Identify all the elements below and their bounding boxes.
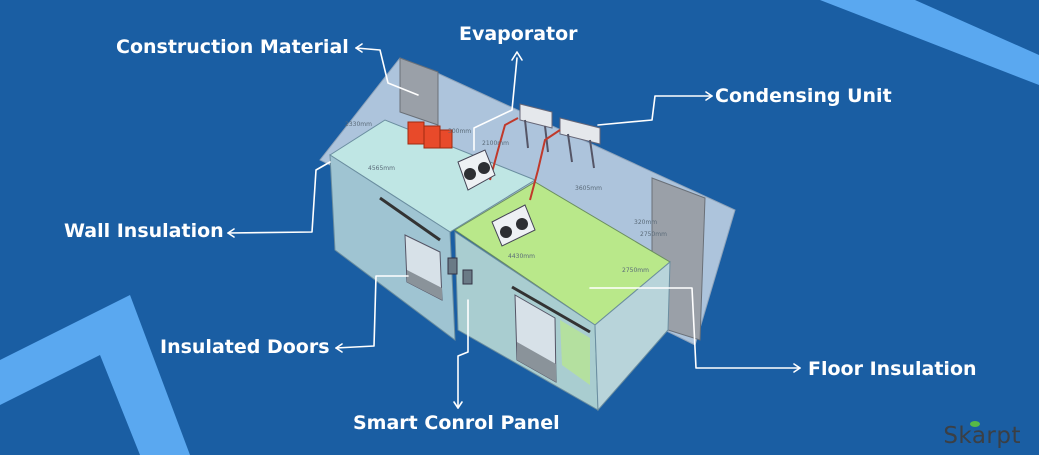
control-panel <box>462 269 473 285</box>
floor-insulation-leader <box>589 287 801 369</box>
evaporator-leader <box>473 57 518 151</box>
compressor-tank <box>439 129 453 149</box>
evaporator-label: Evaporator <box>459 23 578 45</box>
refrigerant-pipe <box>529 129 561 201</box>
condensing-unit-box <box>519 103 553 129</box>
dimension-label: 3605mm <box>575 185 602 192</box>
condensing-unit-label: Condensing Unit <box>715 85 892 107</box>
dimension-label: 2750mm <box>640 231 667 238</box>
wall-insulation-label: Wall Insulation <box>64 220 224 242</box>
brand-logo: Skarpt <box>943 423 1021 449</box>
compressor-tank <box>423 125 441 149</box>
wall-insulation-leader <box>227 161 331 234</box>
left-room-front <box>329 154 456 342</box>
floor-insulation-label: Floor Insulation <box>808 358 977 380</box>
refrigerant-pipe <box>489 117 519 181</box>
insulated-doors-label: Insulated Doors <box>160 336 330 358</box>
accent-stripe-top-right <box>820 0 1039 85</box>
dimension-label: 4565mm <box>368 165 395 172</box>
dimension-label: 2750mm <box>622 267 649 274</box>
logo-leaf-icon <box>970 421 980 427</box>
compressor-tank <box>407 121 425 145</box>
evaporator-unit <box>457 149 496 191</box>
dimension-label: 320mm <box>634 219 657 226</box>
evaporator-unit <box>491 204 536 247</box>
dimension-label: 300mm <box>448 128 471 135</box>
smart-control-panel-label: Smart Conrol Panel <box>353 412 560 434</box>
control-panel <box>447 257 458 275</box>
dimension-label: 2330mm <box>345 121 372 128</box>
accent-stripe-bottom-left <box>0 295 190 455</box>
construction-material-label: Construction Material <box>116 36 349 58</box>
construction-material-leader <box>355 47 419 96</box>
dimension-label: 4430mm <box>508 253 535 260</box>
dimension-label: 2100mm <box>482 140 509 147</box>
right-room-side <box>594 260 671 412</box>
smart-control-panel-leader <box>457 299 469 409</box>
insulated-door-left <box>379 196 443 301</box>
condensing-unit-box <box>559 117 601 145</box>
insulated-doors-leader <box>335 275 409 349</box>
construction-panel-left <box>399 57 439 126</box>
insulated-door-right <box>511 285 591 385</box>
condensing-unit-leader <box>597 95 713 126</box>
